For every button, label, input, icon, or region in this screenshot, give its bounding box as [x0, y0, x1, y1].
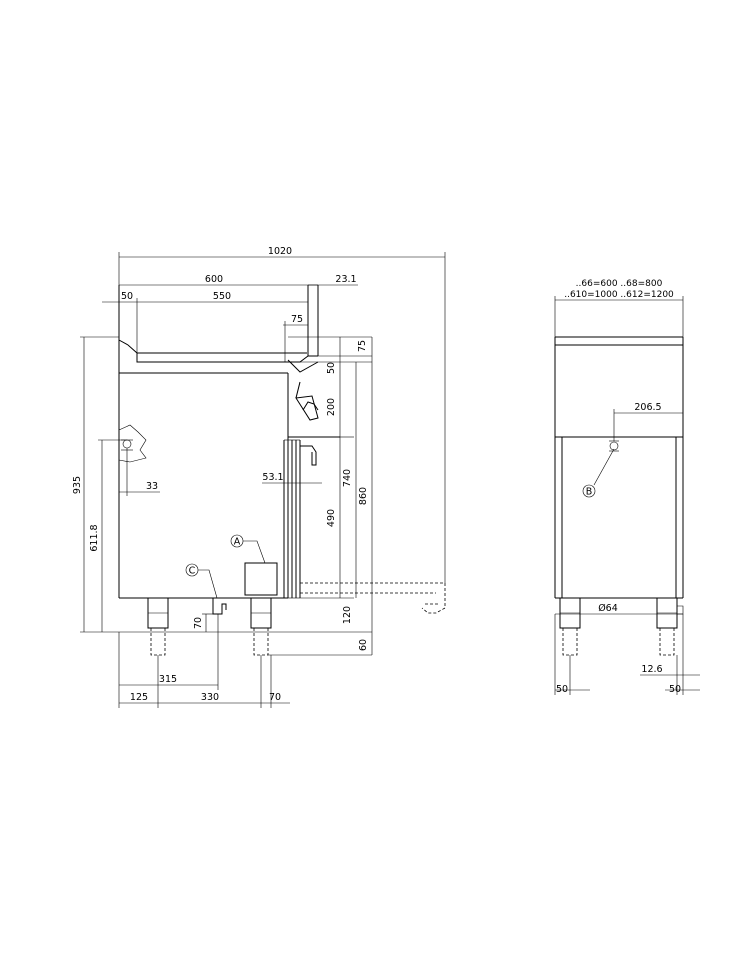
callouts: A C B — [185, 484, 596, 577]
dim-60: 60 — [358, 639, 369, 651]
dim-70-leg: 70 — [269, 692, 281, 703]
dim-200: 200 — [326, 398, 337, 416]
dim-611-8: 611.8 — [89, 524, 100, 551]
dim-53-1: 53.1 — [262, 472, 283, 483]
dim-75-height: 75 — [357, 340, 368, 352]
dim-120: 120 — [342, 606, 353, 624]
side-view-labels: 1020 600 23.1 50 550 75 75 50 200 740 86… — [72, 246, 369, 703]
dim-550: 550 — [213, 291, 231, 302]
dim-70-outlet: 70 — [193, 617, 204, 629]
dim-860: 860 — [358, 487, 369, 505]
dim-206-5: 206.5 — [634, 402, 661, 413]
dim-leg-diameter: Ø64 — [598, 603, 618, 614]
dim-125: 125 — [130, 692, 148, 703]
dim-740: 740 — [342, 469, 353, 487]
front-view — [554, 336, 684, 656]
dim-12-6: 12.6 — [641, 664, 662, 675]
front-view-dimensions — [554, 296, 700, 695]
side-view — [118, 285, 446, 656]
dim-75-splash: 75 — [291, 314, 303, 325]
side-view-dimensions — [80, 252, 446, 708]
callout-c: C — [189, 566, 196, 577]
dim-50-left: 50 — [556, 684, 568, 695]
width-options-line-1: ..66=600 ..68=800 — [576, 279, 663, 289]
dim-1020: 1020 — [268, 246, 292, 257]
dim-23-1: 23.1 — [335, 274, 356, 285]
dim-600: 600 — [205, 274, 223, 285]
dim-33: 33 — [146, 481, 158, 492]
callout-a: A — [234, 537, 241, 548]
callout-b: B — [586, 487, 593, 498]
width-options-line-2: ..610=1000 ..612=1200 — [564, 290, 674, 300]
dim-315: 315 — [159, 674, 177, 685]
dim-50-rim: 50 — [326, 362, 337, 374]
dim-50-top: 50 — [121, 291, 133, 302]
front-view-labels: ..66=600 ..68=800 ..610=1000 ..612=1200 … — [556, 279, 681, 695]
dim-330: 330 — [201, 692, 219, 703]
dim-50-right: 50 — [669, 684, 681, 695]
dim-935: 935 — [72, 476, 83, 494]
dim-490: 490 — [326, 509, 337, 527]
